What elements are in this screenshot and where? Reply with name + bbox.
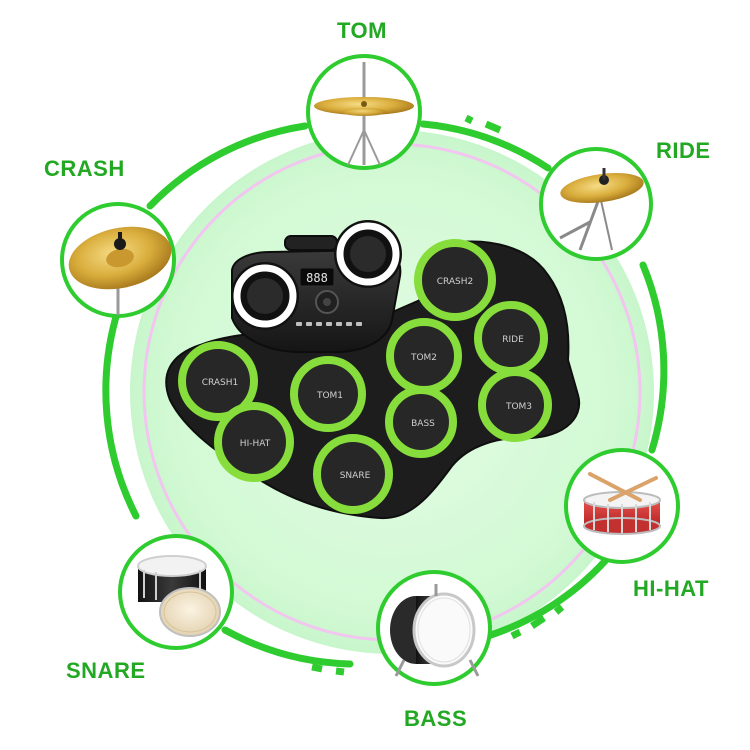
pad-crash1[interactable]: CRASH1: [178, 341, 258, 421]
ride-cymbal-icon: [559, 168, 644, 251]
green-ring-dashes: [311, 114, 565, 676]
label-snare: SNARE: [66, 658, 146, 683]
pad-label: BASS: [411, 419, 435, 429]
pad-snare[interactable]: SNARE: [313, 434, 393, 514]
module-button[interactable]: [336, 322, 342, 326]
label-tom: TOM: [337, 18, 387, 43]
module-button[interactable]: [306, 322, 312, 326]
label-bass: BASS: [404, 706, 468, 731]
cymbal-stand-icon: [314, 62, 414, 166]
pad-label: TOM2: [410, 353, 437, 363]
pad-crash2[interactable]: CRASH2: [414, 239, 496, 321]
snare-circle: [118, 534, 234, 650]
label-ride: RIDE: [656, 138, 711, 163]
pad-label: SNARE: [340, 471, 371, 481]
module-button[interactable]: [356, 322, 362, 326]
led-readout: 888: [306, 271, 328, 285]
pad-bass[interactable]: BASS: [385, 386, 457, 458]
crash-cymbal-icon: [68, 226, 172, 315]
pad-label: TOM3: [505, 402, 532, 412]
pad-tom3[interactable]: TOM3: [478, 368, 552, 442]
tom-circle: [306, 54, 422, 170]
label-hihat: HI-HAT: [633, 576, 709, 601]
pad-tom1[interactable]: TOM1: [290, 356, 366, 432]
green-ring: [102, 120, 668, 668]
pad-tom2[interactable]: TOM2: [386, 318, 462, 394]
module-button[interactable]: [326, 322, 332, 326]
pad-label: CRASH2: [437, 277, 474, 287]
pad-hihat[interactable]: HI-HAT: [214, 402, 294, 482]
snare-drum-icon: [137, 555, 221, 637]
ride-circle: [539, 147, 653, 261]
module-button[interactable]: [346, 322, 352, 326]
bass-drum-icon: [390, 584, 480, 677]
drum-pad-mat: 888 CRASH2 RIDE TOM2: [165, 220, 581, 520]
crash-circle: [60, 202, 176, 318]
hihat-circle: [564, 448, 680, 564]
pad-ride[interactable]: RIDE: [474, 301, 548, 375]
module-button[interactable]: [296, 322, 302, 326]
pad-label: HI-HAT: [240, 439, 271, 449]
pad-label: CRASH1: [202, 378, 239, 388]
pad-label: TOM1: [316, 391, 343, 401]
led-display: [299, 267, 335, 287]
pad-label: RIDE: [502, 335, 524, 345]
module-button[interactable]: [316, 322, 322, 326]
label-crash: CRASH: [44, 156, 125, 181]
red-snare-icon: [583, 472, 661, 535]
bass-circle: [376, 570, 492, 686]
control-module: 888: [231, 220, 402, 353]
